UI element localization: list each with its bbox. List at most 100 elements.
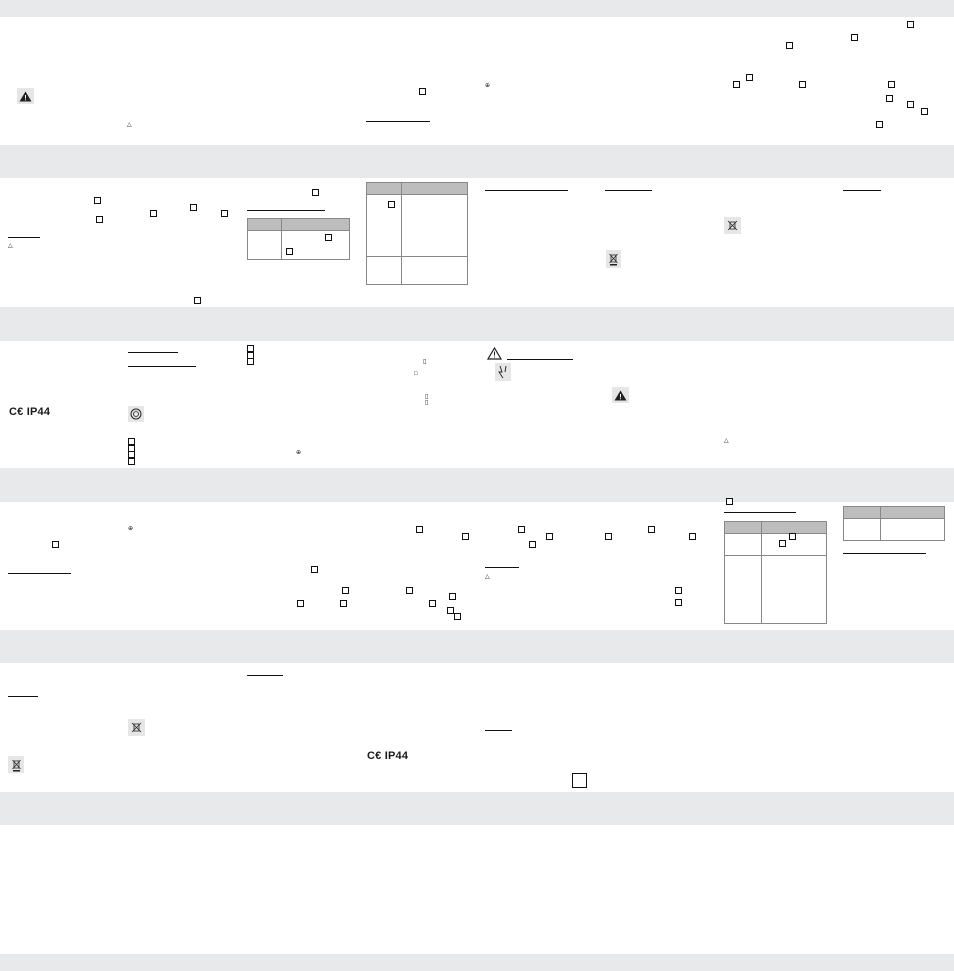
- heading-underline: [366, 121, 430, 122]
- electrical-warning-icon: [128, 406, 144, 422]
- placeholder-glyph: [779, 540, 786, 548]
- placeholder-glyph: [851, 34, 858, 41]
- heading-underline: [247, 210, 325, 211]
- section-band-1: [0, 0, 954, 17]
- placeholder-glyph: [406, 587, 413, 594]
- placeholder-glyph: [247, 345, 254, 352]
- placeholder-glyph: [150, 210, 157, 217]
- placeholder-glyph: [529, 541, 536, 548]
- small-circle-icon: ⊕: [296, 450, 302, 456]
- heading-underline: [843, 553, 926, 554]
- placeholder-glyph: [675, 587, 682, 594]
- placeholder-glyph: [311, 566, 318, 573]
- section-band-7: [0, 954, 954, 971]
- placeholder-glyph: [921, 108, 928, 115]
- placeholder-glyph: [312, 189, 319, 196]
- data-table: [843, 506, 945, 541]
- ce-ip44-mark: C€ IP44: [9, 406, 51, 418]
- placeholder-glyph: [799, 81, 806, 88]
- placeholder-glyph: [194, 297, 201, 304]
- small-warning-icon: △: [8, 243, 13, 249]
- placeholder-glyph: [286, 248, 293, 255]
- placeholder-glyph: [94, 197, 101, 204]
- placeholder-glyph: [605, 533, 612, 540]
- placeholder-glyph: [462, 533, 469, 540]
- ce-ip44-mark: C€ IP44: [367, 750, 409, 762]
- placeholder-glyph: [888, 81, 895, 88]
- section-band-6: [0, 792, 954, 825]
- placeholder-glyph: [447, 607, 454, 614]
- section-band-3: [0, 307, 954, 341]
- placeholder-glyph: [419, 88, 426, 95]
- placeholder-glyph: [675, 599, 682, 606]
- placeholder-glyph: [726, 497, 733, 505]
- placeholder-glyph: [876, 121, 883, 128]
- placeholder-glyph: [52, 541, 59, 548]
- placeholder-glyph: [518, 526, 525, 533]
- placeholder-glyph: [886, 95, 893, 102]
- placeholder-glyph: [221, 210, 228, 217]
- heading-underline: [8, 237, 40, 238]
- placeholder-glyph: [454, 613, 461, 620]
- placeholder-glyph: [128, 458, 135, 465]
- small-glyph: ▯: [425, 394, 429, 400]
- heading-underline: [485, 567, 519, 568]
- placeholder-glyph: [340, 600, 347, 607]
- placeholder-glyph: [746, 74, 753, 81]
- small-circle-icon: ⊕: [128, 526, 134, 532]
- placeholder-glyph: [190, 204, 197, 211]
- heading-underline: [843, 190, 881, 191]
- placeholder-glyph: [907, 101, 914, 108]
- small-circle-icon: ⊕: [485, 83, 491, 89]
- data-table: [724, 497, 827, 625]
- placeholder-glyph: [789, 533, 796, 541]
- wheelie-bin-crossed-icon: [606, 250, 621, 268]
- placeholder-glyph: [128, 438, 135, 445]
- heading-underline: [605, 190, 652, 191]
- placeholder-glyph: [342, 587, 349, 594]
- data-table: [247, 218, 350, 260]
- placeholder-glyph: [416, 526, 423, 533]
- small-warning-icon: △: [724, 438, 729, 444]
- placeholder-glyph: [247, 358, 254, 365]
- wheelie-bin-crossed-icon: [724, 217, 741, 234]
- heading-underline: [507, 359, 573, 360]
- heading-underline: [128, 352, 178, 353]
- warning-triangle-icon: [17, 88, 34, 104]
- heading-underline: [128, 366, 196, 367]
- placeholder-glyph: [96, 216, 103, 223]
- placeholder-glyph: [546, 533, 553, 540]
- warning-triangle-icon: [612, 387, 629, 403]
- placeholder-glyph: [297, 600, 304, 607]
- heading-underline: [485, 730, 512, 731]
- placeholder-glyph: [325, 234, 332, 241]
- section-band-4: [0, 468, 954, 502]
- placeholder-glyph: [689, 533, 696, 540]
- heading-underline: [8, 696, 38, 697]
- warning-triangle-icon: [486, 346, 503, 365]
- placeholder-glyph: [648, 526, 655, 533]
- data-table: [366, 181, 468, 285]
- wheelie-bin-crossed-icon: [8, 756, 24, 773]
- small-glyph: ▯: [423, 359, 427, 365]
- heading-underline: [724, 512, 796, 513]
- plug-warning-icon: [495, 363, 511, 381]
- small-glyph: ▯: [425, 400, 429, 406]
- heading-underline: [485, 190, 568, 191]
- small-warning-icon: △: [127, 122, 132, 128]
- heading-underline: [8, 573, 71, 574]
- small-glyph: □: [414, 371, 418, 377]
- placeholder-glyph: [429, 600, 436, 607]
- section-band-5: [0, 630, 954, 663]
- placeholder-glyph: [786, 42, 793, 49]
- placeholder-glyph: [449, 593, 456, 600]
- heading-underline: [247, 675, 283, 676]
- placeholder-glyph: [733, 81, 740, 88]
- placeholder-glyph: [572, 773, 587, 788]
- placeholder-glyph: [907, 21, 914, 28]
- wheelie-bin-crossed-icon: [128, 719, 145, 736]
- small-warning-icon: △: [485, 574, 490, 580]
- placeholder-glyph: [128, 451, 135, 458]
- placeholder-glyph: [388, 201, 395, 209]
- section-band-2: [0, 145, 954, 178]
